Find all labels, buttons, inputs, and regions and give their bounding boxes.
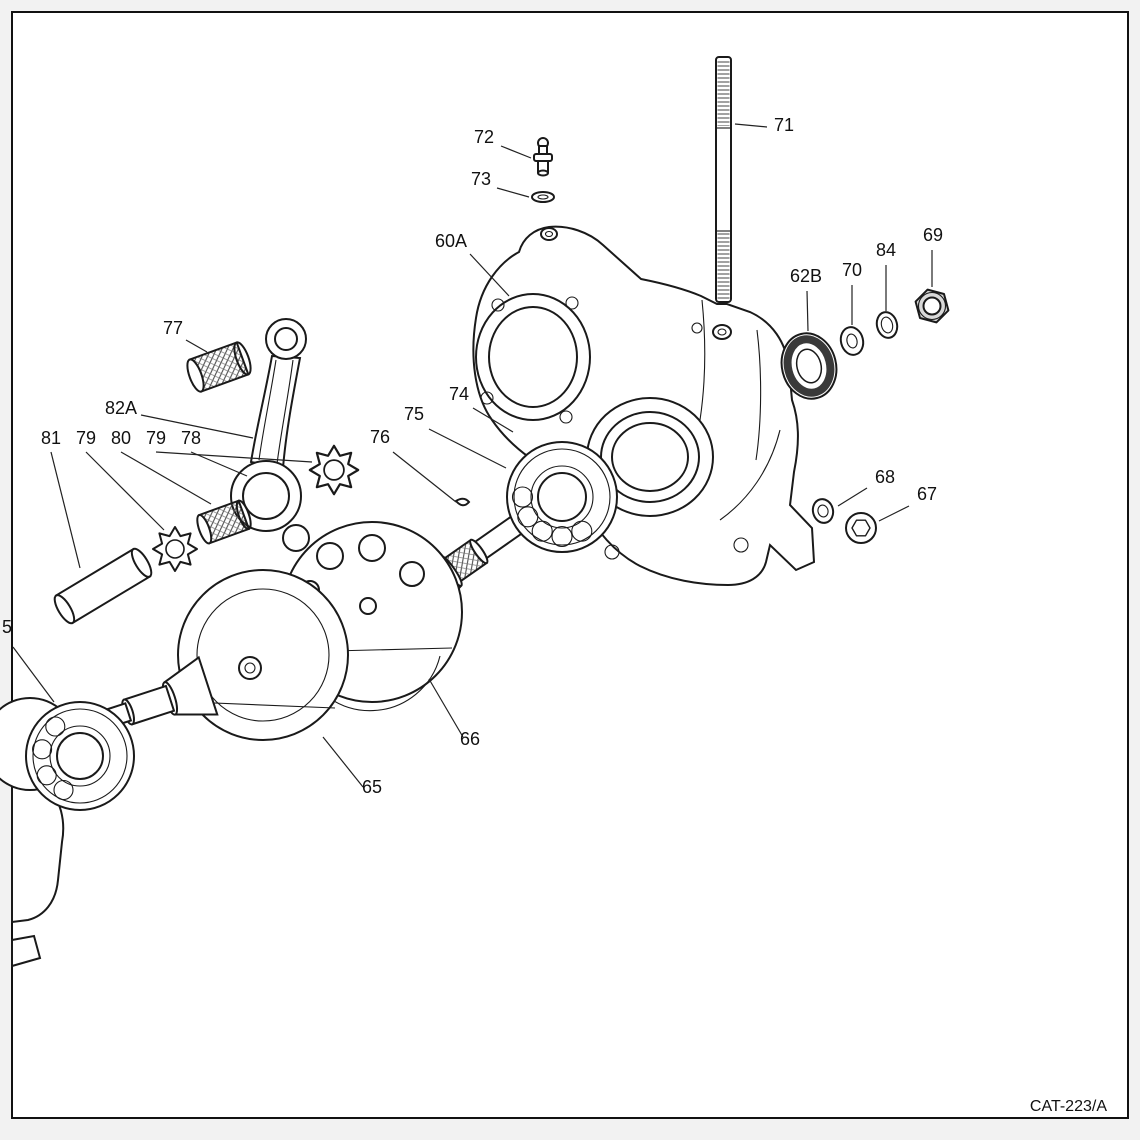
oil-seal-62B [780,332,838,400]
part-label-70: 70 [842,260,862,280]
leader-line-66 [428,678,464,738]
leader-line-79-left [85,451,165,531]
figure-code: CAT-223/A [1030,1098,1107,1115]
leader-line-60A [469,253,510,297]
part-label-84: 84 [876,240,896,260]
bearing-5 [25,701,135,811]
bearing-75 [506,441,618,553]
leader-line-78 [190,451,248,477]
washer-84 [875,311,899,339]
nut-69 [914,288,950,324]
leader-line-65 [322,736,364,788]
part-label-76: 76 [370,427,390,447]
key-76 [454,497,471,507]
washer-68 [811,498,835,524]
leader-line-5 [12,646,55,703]
stud-71 [715,56,732,303]
needle-bearing-77 [186,341,252,393]
part-label-62B: 62B [790,266,822,286]
grease-fitting-72 [533,137,553,177]
part-label-79-left: 79 [76,428,96,448]
leader-line-72 [500,145,532,159]
leader-line-75 [428,428,507,469]
leader-line-73 [496,187,530,198]
part-label-77: 77 [163,318,183,338]
washer-70 [839,326,865,356]
part-labels: 72 73 71 60A 69 84 70 62B 77 82A 81 79 8… [2,115,943,797]
part-label-69: 69 [923,225,943,245]
leader-line-79-right [155,451,313,463]
part-label-80: 80 [111,428,131,448]
leader-line-80 [120,451,212,505]
part-label-81: 81 [41,428,61,448]
star-washer-79-left [152,526,198,572]
part-label-73: 73 [471,169,491,189]
leader-line-62B [806,290,809,332]
leader-line-82A [140,414,254,439]
part-label-68: 68 [875,467,895,487]
washer-73 [531,191,555,203]
part-label-79-right: 79 [146,428,166,448]
part-label-65: 65 [362,777,382,797]
leader-line-68 [837,487,868,507]
part-label-67: 67 [917,484,937,504]
part-label-72: 72 [474,127,494,147]
part-label-5: 5 [2,617,12,637]
part-label-60A: 60A [435,231,467,251]
leader-line-77 [185,339,208,353]
crank-pin-81 [53,547,153,625]
crankcase-60A [472,225,816,587]
leader-line-74 [472,407,514,433]
leader-line-81 [50,451,81,569]
plug-67 [845,512,877,544]
leader-lines [12,123,933,788]
leader-line-67 [878,505,910,522]
needle-cage-80 [196,499,252,545]
part-label-74: 74 [449,384,469,404]
figure-frame [11,11,1129,1119]
leader-line-71 [734,123,768,128]
part-label-66: 66 [460,729,480,749]
part-label-82A: 82A [105,398,137,418]
leader-line-76 [392,451,457,503]
part-label-78: 78 [181,428,201,448]
part-label-75: 75 [404,404,424,424]
star-washer-79-right [308,444,360,496]
part-label-71: 71 [774,115,794,135]
